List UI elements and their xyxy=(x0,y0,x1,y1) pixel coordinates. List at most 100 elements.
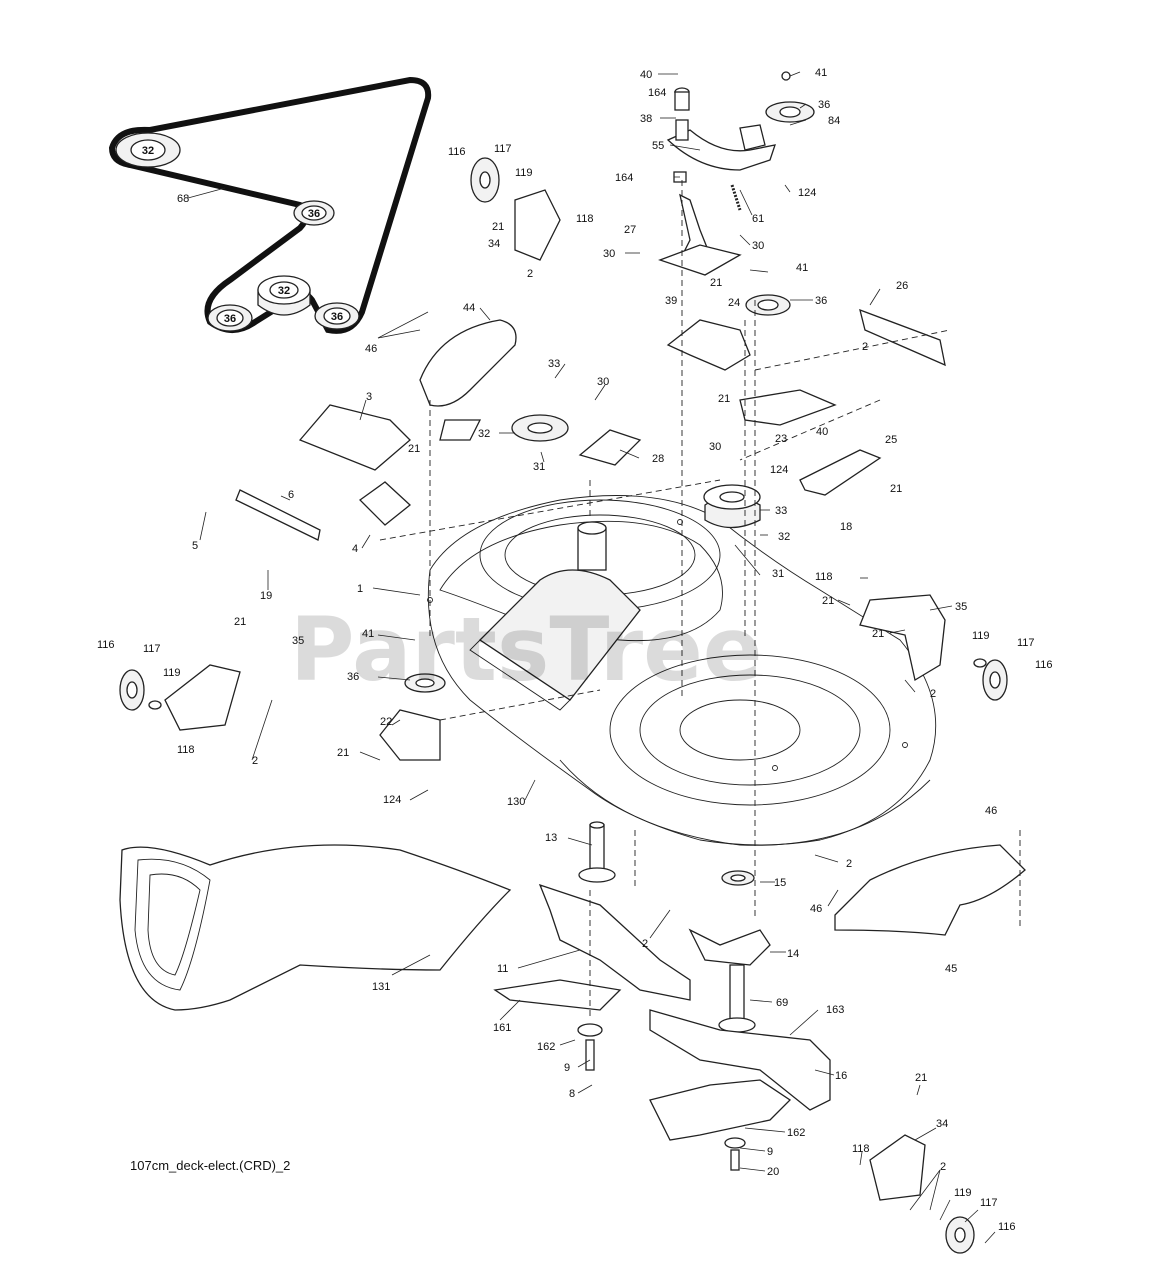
callout-41: 41 xyxy=(796,262,808,274)
callout-numbers: 40 41 164 36 38 84 55 116 117 119 164 12… xyxy=(97,67,1053,1233)
callout-117: 117 xyxy=(980,1197,998,1209)
callout-21: 21 xyxy=(890,483,902,495)
callout-118: 118 xyxy=(815,571,833,583)
belt-pulley-36-middle: 36 xyxy=(293,200,335,226)
callout-21: 21 xyxy=(718,393,730,405)
callout-18: 18 xyxy=(840,521,852,533)
callout-119: 119 xyxy=(515,167,533,179)
callout-9: 9 xyxy=(767,1146,773,1158)
callout-69: 69 xyxy=(776,997,788,1009)
callout-39: 39 xyxy=(665,295,677,307)
callout-44: 44 xyxy=(463,302,475,314)
callout-22: 22 xyxy=(380,716,392,728)
callout-13: 13 xyxy=(545,832,557,844)
callout-116: 116 xyxy=(448,146,466,158)
callout-21: 21 xyxy=(872,628,884,640)
callout-46: 46 xyxy=(365,343,377,355)
pulley-label: 36 xyxy=(331,311,343,323)
callout-119: 119 xyxy=(954,1187,972,1199)
callout-32: 32 xyxy=(478,428,490,440)
callout-124: 124 xyxy=(798,187,816,199)
callout-116: 116 xyxy=(1035,659,1053,671)
callout-27: 27 xyxy=(624,224,636,236)
callout-45: 45 xyxy=(945,963,957,975)
callout-41: 41 xyxy=(815,67,827,79)
callout-2: 2 xyxy=(527,268,533,280)
callout-118: 118 xyxy=(177,744,195,756)
callout-34: 34 xyxy=(488,238,500,250)
callout-21: 21 xyxy=(492,221,504,233)
callout-21: 21 xyxy=(337,747,349,759)
callout-2: 2 xyxy=(846,858,852,870)
callout-9: 9 xyxy=(564,1062,570,1074)
pulley-label: 32 xyxy=(278,285,290,297)
pulley-label: 36 xyxy=(308,208,320,220)
callout-2: 2 xyxy=(862,341,868,353)
callout-117: 117 xyxy=(1017,637,1035,649)
callout-117: 117 xyxy=(143,643,161,655)
callout-20: 20 xyxy=(767,1166,779,1178)
callout-5: 5 xyxy=(192,540,198,552)
callout-124: 124 xyxy=(770,464,788,476)
callout-2: 2 xyxy=(252,755,258,767)
callout-16: 16 xyxy=(835,1070,847,1082)
callout-26: 26 xyxy=(896,280,908,292)
callout-40: 40 xyxy=(640,69,652,81)
callout-15: 15 xyxy=(774,877,786,889)
callout-28: 28 xyxy=(652,453,664,465)
idler-arm-assembly xyxy=(658,71,946,529)
callout-24: 24 xyxy=(728,297,740,309)
diagram-caption: 107cm_deck-elect.(CRD)_2 xyxy=(130,1158,290,1173)
callout-11: 11 xyxy=(497,963,508,975)
callout-161: 161 xyxy=(493,1022,511,1034)
pulley-label: 36 xyxy=(224,313,236,325)
callout-21: 21 xyxy=(408,443,420,455)
belt-pulley-32-lower: 32 xyxy=(257,275,311,316)
callout-2: 2 xyxy=(642,938,648,950)
watermark: PartsTree xyxy=(290,598,762,701)
callout-8: 8 xyxy=(569,1088,575,1100)
callout-130: 130 xyxy=(507,796,525,808)
callout-119: 119 xyxy=(972,630,990,642)
belt-pulley-32-upper: 32 xyxy=(115,132,181,168)
callout-163: 163 xyxy=(826,1004,844,1016)
callout-2: 2 xyxy=(930,688,936,700)
callout-40: 40 xyxy=(816,426,828,438)
callout-35: 35 xyxy=(292,635,304,647)
callout-164: 164 xyxy=(615,172,633,184)
callout-21: 21 xyxy=(822,595,834,607)
callout-32: 32 xyxy=(778,531,790,543)
callout-21: 21 xyxy=(915,1072,927,1084)
belt-pulley-36-right: 36 xyxy=(314,302,360,330)
callout-119: 119 xyxy=(163,667,181,679)
callout-25: 25 xyxy=(885,434,897,446)
spindles-and-blades xyxy=(493,821,831,1171)
callout-3: 3 xyxy=(366,391,372,403)
callout-21: 21 xyxy=(710,277,722,289)
left-side-components xyxy=(119,157,642,761)
callout-30: 30 xyxy=(597,376,609,388)
callout-4: 4 xyxy=(352,543,358,555)
callout-46: 46 xyxy=(985,805,997,817)
callout-38: 38 xyxy=(640,113,652,125)
callout-23: 23 xyxy=(775,433,787,445)
right-side-components xyxy=(834,594,1026,1254)
callout-124: 124 xyxy=(383,794,401,806)
callout-68: 68 xyxy=(177,193,189,205)
callout-41: 41 xyxy=(362,628,374,640)
callout-2: 2 xyxy=(940,1161,946,1173)
belt-pulley-36-left: 36 xyxy=(207,304,253,332)
pulley-label: 32 xyxy=(142,145,154,157)
callout-30: 30 xyxy=(709,441,721,453)
callout-36: 36 xyxy=(815,295,827,307)
callout-6: 6 xyxy=(288,489,294,501)
callout-1: 1 xyxy=(357,583,363,595)
callout-164: 164 xyxy=(648,87,666,99)
callout-leaders xyxy=(187,71,996,1244)
callout-55: 55 xyxy=(652,140,664,152)
callout-118: 118 xyxy=(852,1143,870,1155)
callout-34: 34 xyxy=(936,1118,948,1130)
callout-61: 61 xyxy=(752,213,764,225)
callout-21: 21 xyxy=(234,616,246,628)
